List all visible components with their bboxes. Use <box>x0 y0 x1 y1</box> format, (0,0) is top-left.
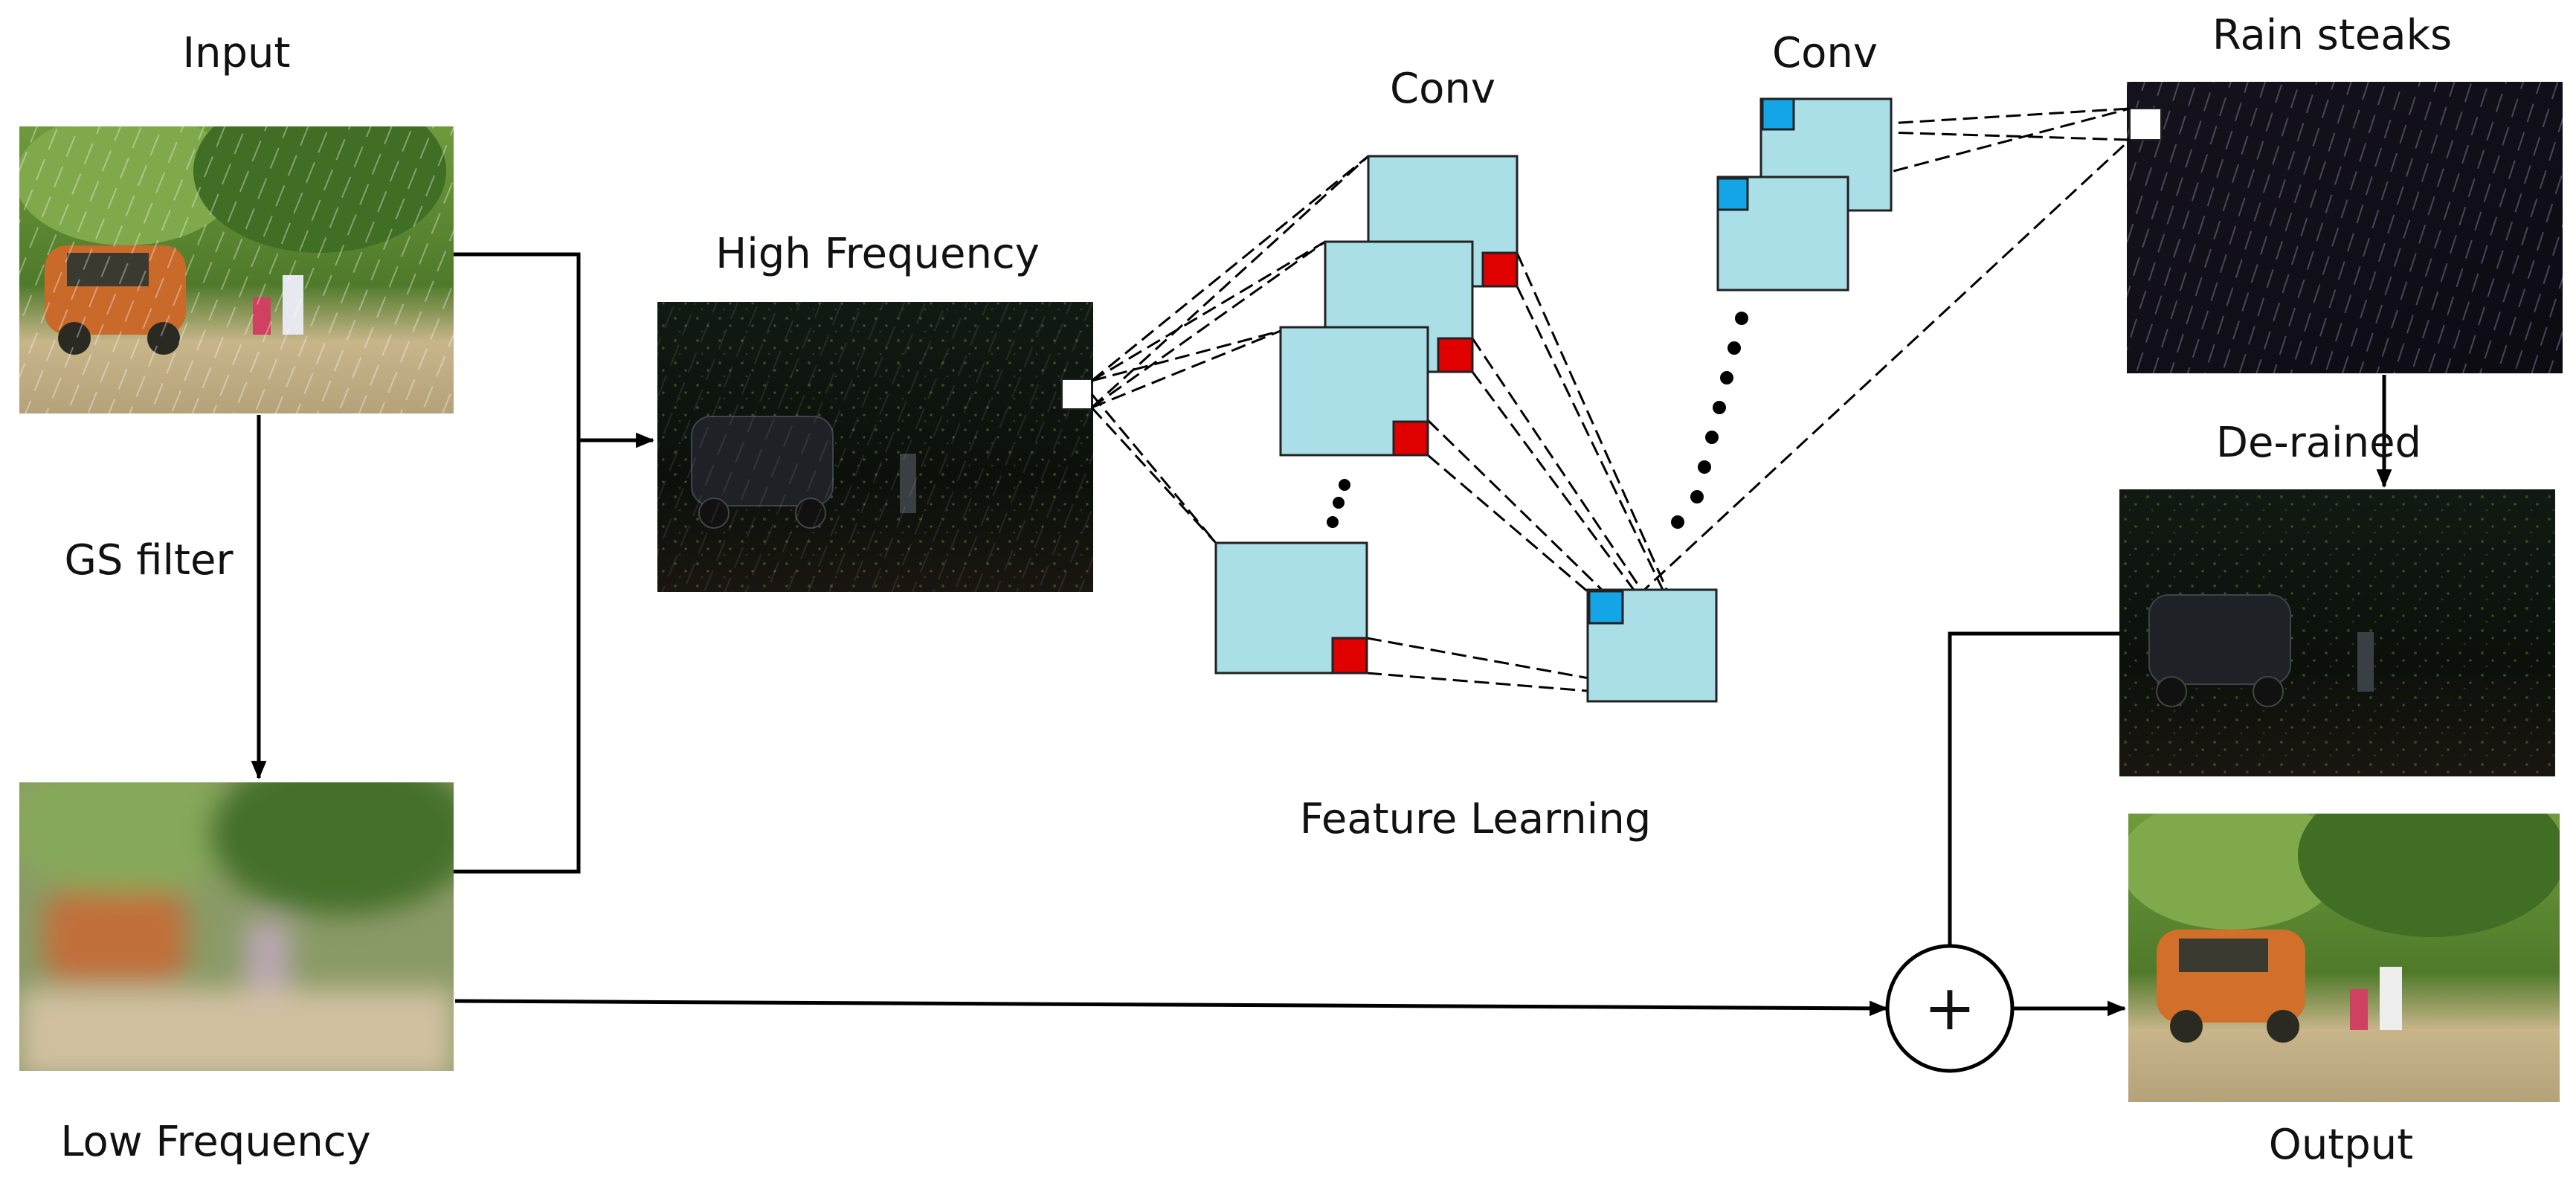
derained-image <box>2119 489 2555 776</box>
ellipsis-dot <box>1327 516 1339 528</box>
rain-streaks-label: Rain steaks <box>2212 11 2452 59</box>
feature-learning-label: Feature Learning <box>1300 795 1652 843</box>
conv-stack-1 <box>1214 155 1519 675</box>
ellipsis-dot <box>1727 341 1741 355</box>
connectors <box>251 252 2392 1017</box>
output-image <box>2128 814 2560 1102</box>
ellipsis-dot <box>1671 515 1684 529</box>
output-label: Output <box>2269 1121 2414 1169</box>
kernel-red <box>1392 420 1429 457</box>
low-frequency-image <box>19 782 454 1071</box>
kernel-red <box>1331 637 1368 675</box>
rain-streaks-patch <box>2129 108 2162 141</box>
input-image <box>19 126 454 413</box>
high-frequency-image <box>657 302 1093 592</box>
derained-to-sum-arrow <box>1942 631 2119 971</box>
sum-node: + <box>1885 944 2015 1073</box>
ellipsis-dot <box>1690 490 1704 503</box>
sum-symbol: + <box>1924 971 1976 1044</box>
input-to-merge-line <box>454 252 581 440</box>
ellipsis-dot <box>1735 312 1748 325</box>
kernel-red <box>1481 251 1519 288</box>
conv-label-1: Conv <box>1390 65 1495 113</box>
derained-label: De-rained <box>2216 419 2421 467</box>
high-frequency-patch <box>1061 379 1092 410</box>
ellipsis-dot <box>1339 479 1350 491</box>
low-to-merge-line <box>454 440 581 874</box>
low-frequency-label: Low Frequency <box>60 1118 370 1166</box>
input-label: Input <box>182 29 290 77</box>
ellipsis-dot <box>1720 371 1733 384</box>
ellipsis-dot <box>1333 497 1345 509</box>
kernel-red <box>1437 337 1474 373</box>
high-frequency-label: High Frequency <box>715 230 1040 278</box>
kernel-blue <box>1716 177 1749 211</box>
ellipsis-dot <box>1713 401 1726 414</box>
kernel-blue <box>1588 590 1624 625</box>
ellipsis-dot <box>1705 431 1719 444</box>
gs-filter-label: GS filter <box>64 536 234 585</box>
kernel-blue <box>1761 97 1795 131</box>
low-to-sum-arrow <box>454 999 1889 1017</box>
combined-feature-map <box>1586 588 1718 703</box>
ellipsis-dot <box>1698 460 1711 474</box>
conv-stack-2 <box>1671 97 1893 529</box>
conv-label-2: Conv <box>1772 29 1878 77</box>
rain-streaks-image <box>2127 82 2563 373</box>
